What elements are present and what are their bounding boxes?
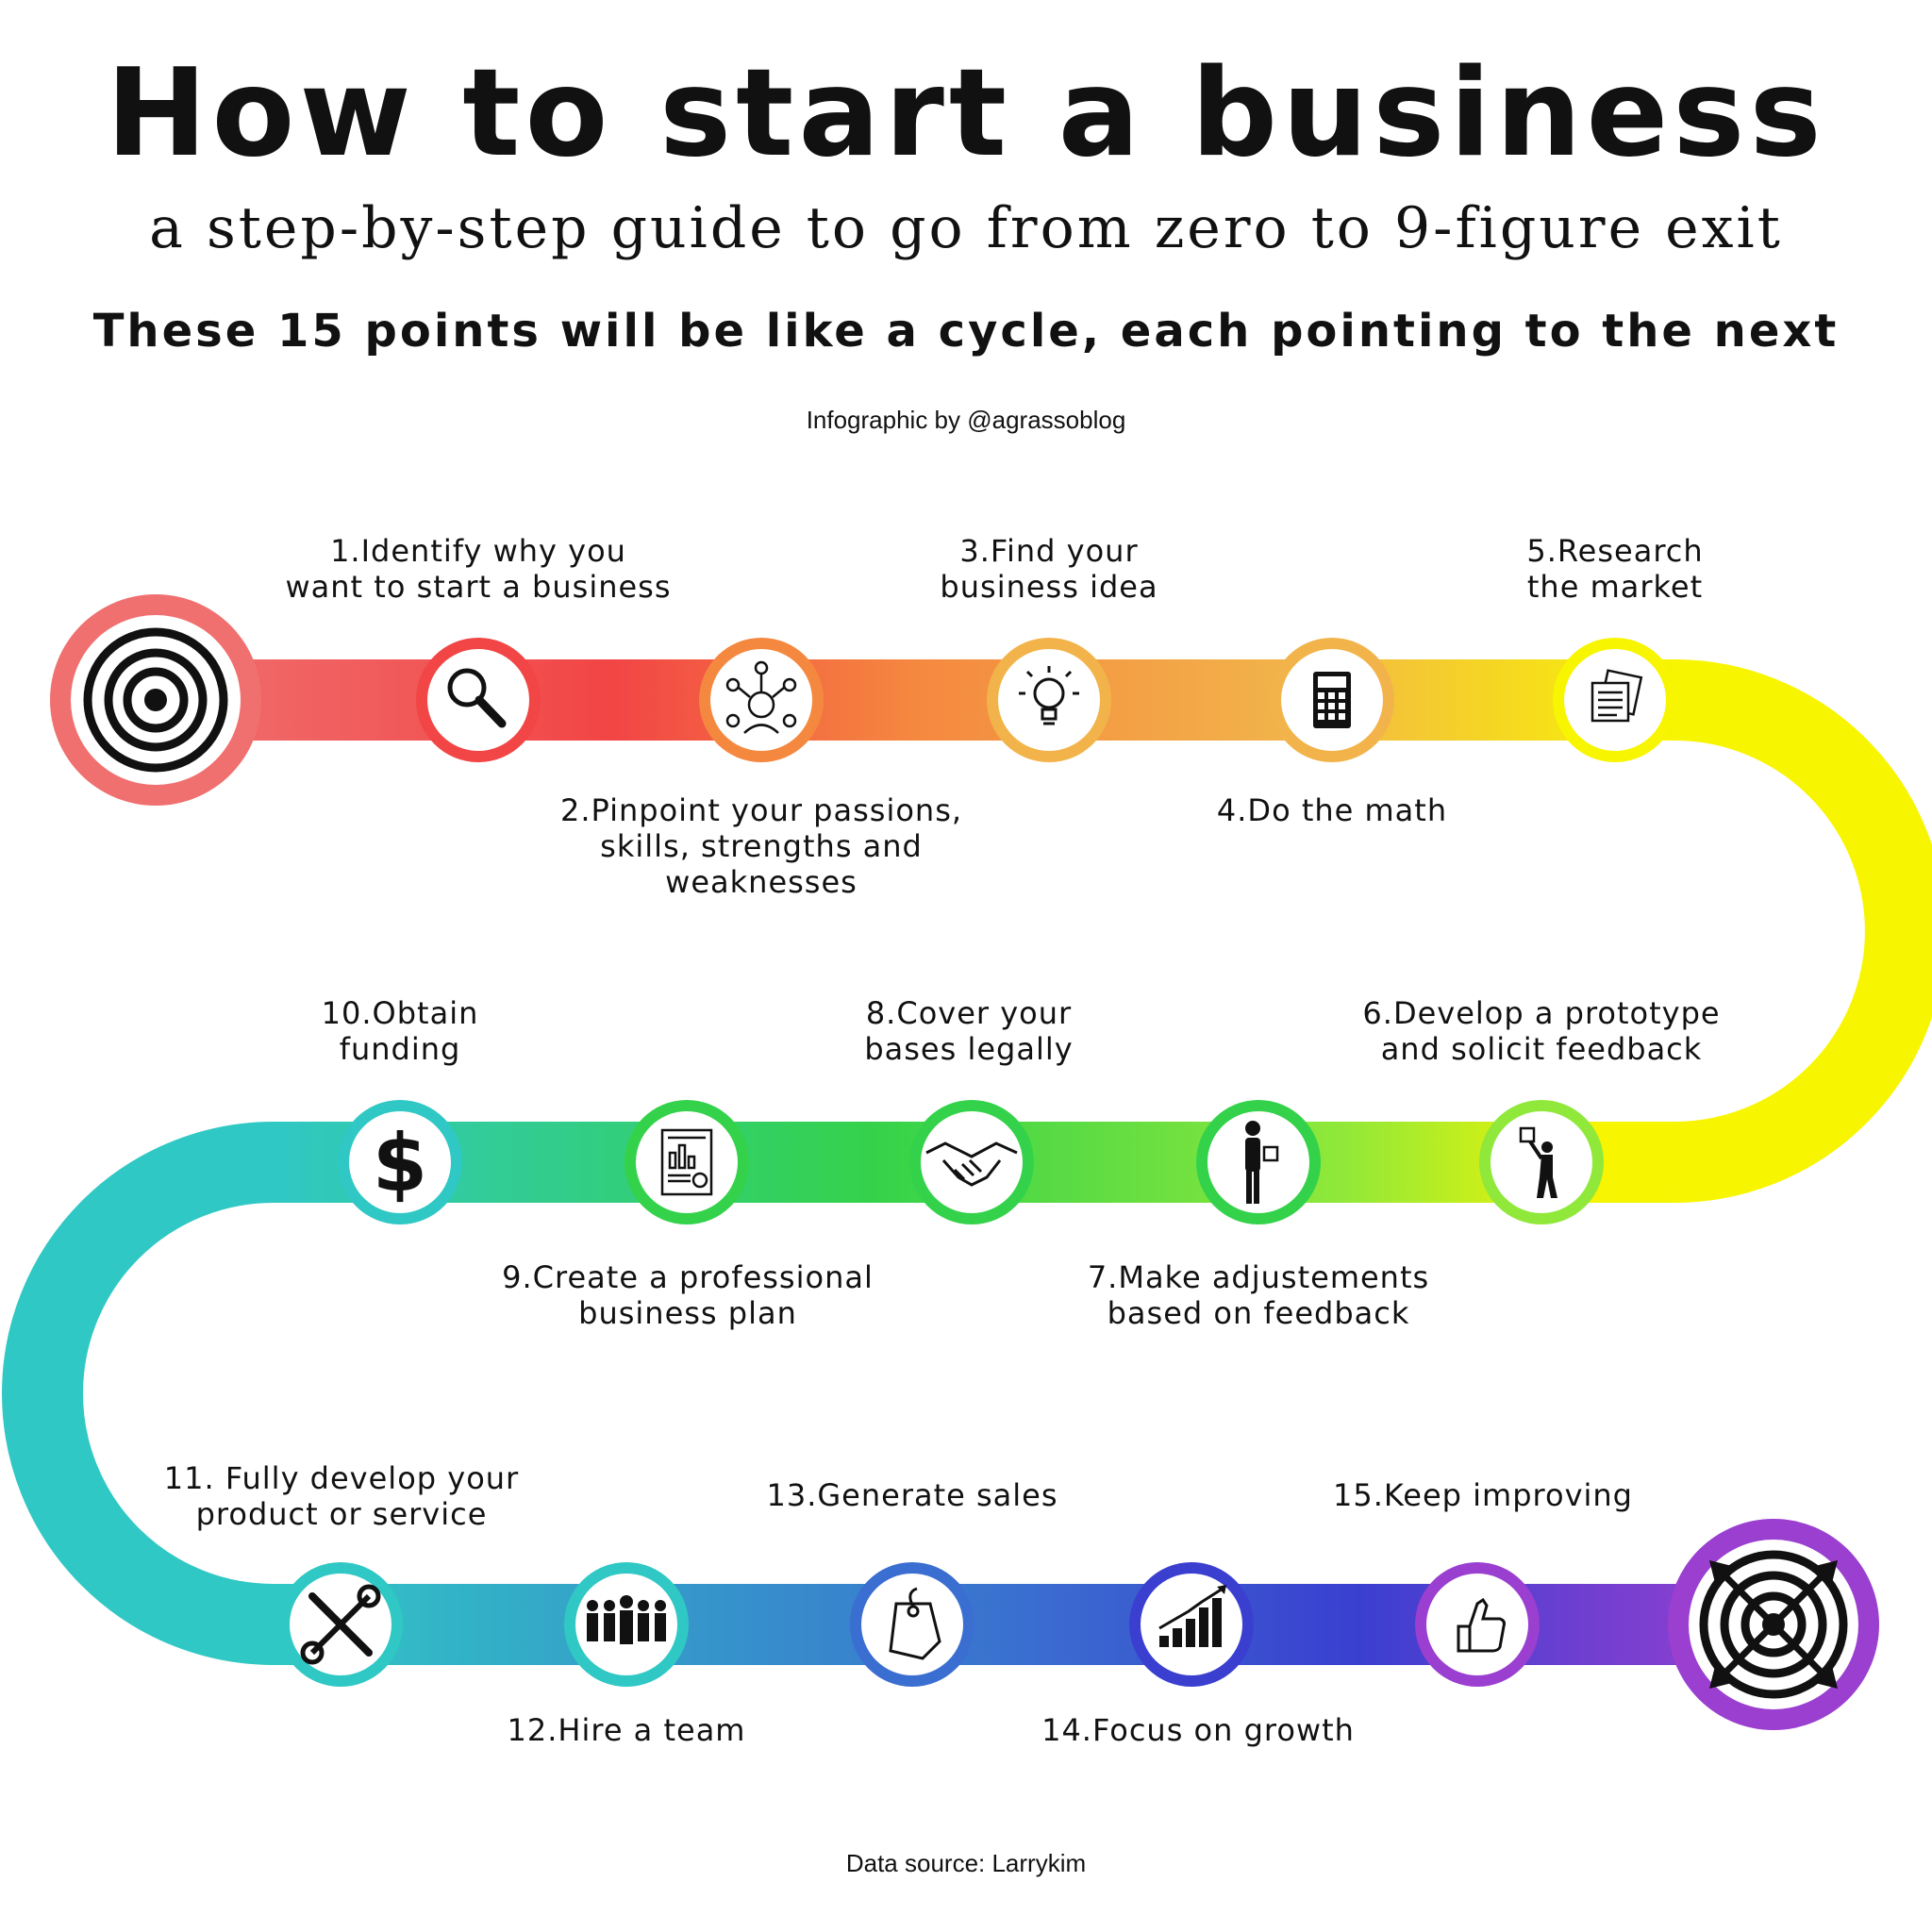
page-subtitle: a step-by-step guide to go from zero to … — [149, 195, 1783, 261]
network-person-icon — [725, 660, 797, 734]
step-label: 15.Keep improving — [1333, 1477, 1633, 1513]
step-node: $ — [338, 1100, 462, 1224]
step-node — [278, 1562, 403, 1687]
step-node — [564, 1562, 689, 1687]
step-label: 2.Pinpoint your passions,skills, strengt… — [559, 792, 963, 900]
step-node — [850, 1562, 974, 1687]
step-label: 14.Focus on growth — [1041, 1712, 1355, 1748]
step-node — [416, 638, 541, 762]
step-node — [625, 1100, 749, 1224]
page-title: How to start a business — [106, 43, 1826, 184]
finish-node — [1668, 1519, 1879, 1730]
magnifier-icon — [447, 668, 507, 728]
calculator-icon — [1313, 672, 1351, 728]
path-segment-top — [156, 659, 1932, 1203]
price-tag-icon — [889, 1587, 941, 1660]
person-cube-icon — [1519, 1126, 1557, 1198]
step-label: 4.Do the math — [1216, 792, 1448, 828]
page-tagline: These 15 points will be like a cycle, ea… — [92, 305, 1840, 358]
step-node — [1553, 638, 1677, 762]
growth-chart-icon — [1158, 1585, 1226, 1647]
step-label: 12.Hire a team — [507, 1712, 746, 1748]
tools-icon — [300, 1584, 381, 1665]
step-label: 13.Generate sales — [766, 1477, 1058, 1513]
path-segment-middle — [2, 1122, 1674, 1665]
documents-icon — [1591, 669, 1643, 723]
step-node — [1415, 1562, 1540, 1687]
thumbs-up-icon — [1457, 1597, 1506, 1653]
team-icon — [587, 1595, 666, 1644]
step-node — [1196, 1100, 1321, 1224]
step-node — [1479, 1100, 1604, 1224]
person-thinking-icon — [1245, 1121, 1279, 1204]
step-node — [909, 1100, 1034, 1224]
data-source: Data source: Larrykim — [845, 1849, 1087, 1877]
step-node — [699, 638, 824, 762]
handshake-icon — [925, 1141, 1018, 1187]
dollar-icon: $ — [373, 1117, 427, 1209]
infographic-credit: Infographic by @agrassoblog — [806, 406, 1126, 434]
step-node — [1270, 638, 1394, 762]
bullseye-arrows-icon — [1699, 1550, 1848, 1699]
start-node — [50, 594, 261, 806]
target-icon — [83, 627, 228, 773]
report-icon — [660, 1128, 713, 1196]
step-node — [1129, 1562, 1254, 1687]
lightbulb-icon — [1019, 666, 1079, 725]
step-node — [987, 638, 1111, 762]
